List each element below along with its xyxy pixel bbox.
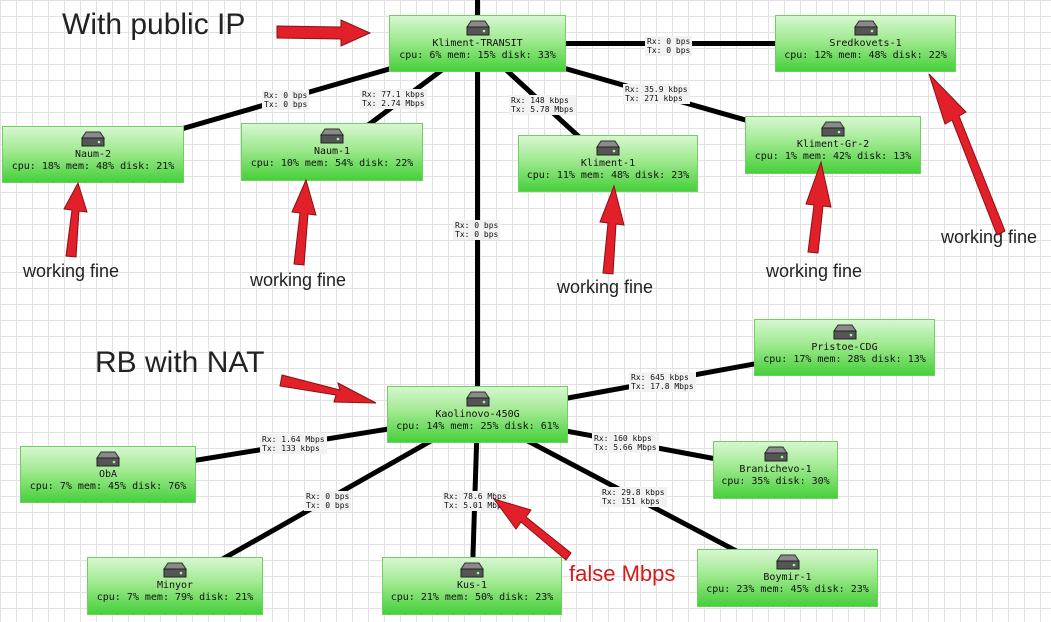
- router-icon: [465, 20, 490, 36]
- router-icon: [775, 554, 800, 570]
- router-icon: [163, 562, 187, 578]
- router-icon: [465, 391, 490, 407]
- device-stats: cpu: 12% mem: 48% disk: 22%: [784, 50, 947, 61]
- device-name: Kliment-Gr-2: [796, 139, 870, 150]
- device-name: Naum-2: [74, 149, 112, 160]
- device-minyor[interactable]: Minyor cpu: 7% mem: 79% disk: 21%: [87, 557, 263, 615]
- router-icon: [460, 562, 484, 578]
- device-name: Kaolinovo-450G: [435, 409, 520, 420]
- arrow-icon: [805, 160, 832, 254]
- device-kliment-1[interactable]: Kliment-1 cpu: 11% mem: 48% disk: 23%: [518, 135, 698, 192]
- router-icon: [832, 324, 857, 340]
- router-icon: [81, 131, 105, 147]
- device-kus-1[interactable]: Kus-1 cpu: 21% mem: 50% disk: 23%: [382, 557, 562, 615]
- arrow-icon: [276, 19, 372, 47]
- device-branichevo-1[interactable]: Branichevo-1 cpu: 35% disk: 30%: [713, 441, 838, 499]
- device-kliment-gr-2[interactable]: Kliment-Gr-2 cpu: 1% mem: 42% disk: 13%: [745, 116, 921, 174]
- router-icon: [853, 20, 878, 36]
- device-name: Boymir-1: [763, 572, 812, 583]
- annotation-working-fine: working fine: [941, 227, 1038, 247]
- device-boymir-1[interactable]: Boymir-1 cpu: 23% mem: 45% disk: 23%: [697, 549, 878, 607]
- device-stats: cpu: 35% disk: 30%: [721, 476, 830, 487]
- annotation-nat: RB with NAT: [95, 346, 265, 379]
- device-kliment-transit[interactable]: Kliment-TRANSIT cpu: 6% mem: 15% disk: 3…: [389, 15, 566, 72]
- arrow-icon: [599, 184, 625, 275]
- device-name: Pristoe-CDG: [811, 342, 878, 353]
- device-name: Kliment-TRANSIT: [432, 38, 523, 49]
- router-icon: [763, 446, 788, 462]
- device-name: Kus-1: [456, 580, 488, 591]
- device-stats: cpu: 1% mem: 42% disk: 13%: [754, 151, 912, 162]
- device-pristoe-cdg[interactable]: Pristoe-CDG cpu: 17% mem: 28% disk: 13%: [754, 319, 935, 376]
- router-icon: [596, 140, 620, 156]
- annotation-public-ip: With public IP: [62, 8, 246, 41]
- device-name: Minyor: [156, 580, 194, 591]
- annotation-working-fine: working fine: [250, 270, 347, 290]
- device-stats: cpu: 21% mem: 50% disk: 23%: [390, 592, 554, 603]
- arrow-icon: [63, 181, 88, 258]
- device-stats: cpu: 10% mem: 54% disk: 22%: [250, 158, 414, 169]
- device-naum-1[interactable]: Naum-1 cpu: 10% mem: 54% disk: 22%: [241, 123, 423, 181]
- arrow-icon: [492, 498, 572, 561]
- device-name: ObA: [98, 469, 118, 480]
- device-stats: cpu: 6% mem: 15% disk: 33%: [399, 50, 556, 61]
- annotation-working-fine: working fine: [766, 261, 863, 281]
- annotation-false-mbps: false Mbps: [569, 561, 676, 586]
- device-stats: cpu: 23% mem: 45% disk: 23%: [706, 584, 869, 595]
- router-icon: [96, 451, 120, 467]
- device-name: Naum-1: [313, 146, 351, 157]
- device-stats: cpu: 17% mem: 28% disk: 13%: [763, 354, 926, 365]
- device-name: Kliment-1: [580, 158, 636, 169]
- device-name: Branichevo-1: [739, 464, 812, 475]
- device-oba[interactable]: ObA cpu: 7% mem: 45% disk: 76%: [20, 446, 196, 503]
- device-sredkovets-1[interactable]: Sredkovets-1 cpu: 12% mem: 48% disk: 22%: [775, 15, 956, 72]
- router-icon: [320, 128, 344, 144]
- device-stats: cpu: 18% mem: 48% disk: 21%: [11, 161, 175, 172]
- device-kaolinovo-450g[interactable]: Kaolinovo-450G cpu: 14% mem: 25% disk: 6…: [387, 386, 568, 443]
- device-stats: cpu: 7% mem: 79% disk: 21%: [96, 592, 254, 603]
- arrow-icon: [279, 374, 377, 404]
- arrow-icon: [928, 73, 1006, 236]
- device-name: Sredkovets-1: [829, 38, 902, 49]
- device-stats: cpu: 7% mem: 45% disk: 76%: [29, 481, 187, 492]
- annotation-working-fine: working fine: [557, 277, 654, 297]
- device-stats: cpu: 14% mem: 25% disk: 61%: [396, 421, 559, 432]
- device-naum-2[interactable]: Naum-2 cpu: 18% mem: 48% disk: 21%: [2, 126, 184, 183]
- annotation-working-fine: working fine: [23, 261, 120, 281]
- device-stats: cpu: 11% mem: 48% disk: 23%: [526, 170, 690, 181]
- router-icon: [821, 121, 845, 137]
- arrow-icon: [291, 178, 317, 266]
